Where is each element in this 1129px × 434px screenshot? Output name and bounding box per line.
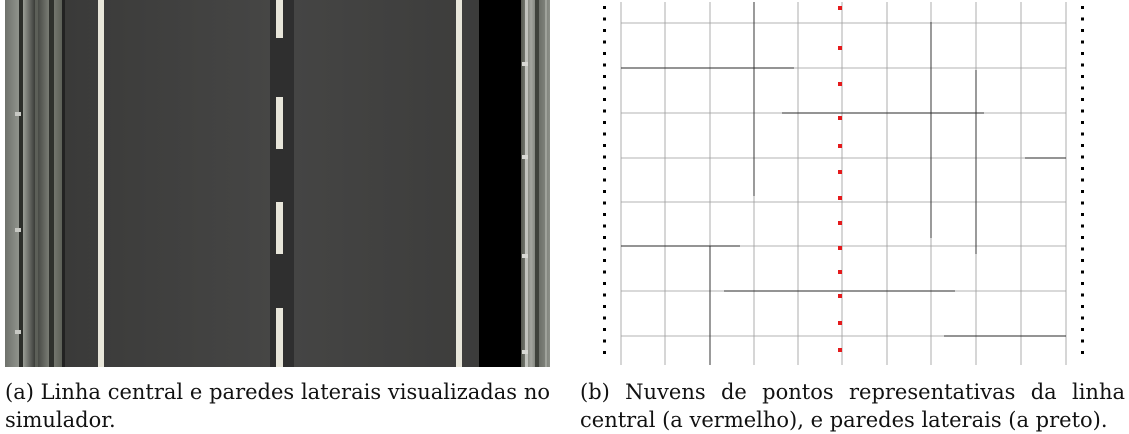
right-wall-point bbox=[1081, 75, 1084, 78]
right-wall-points bbox=[1081, 6, 1084, 354]
right-wall-point bbox=[1081, 305, 1084, 308]
right-wall-point bbox=[1081, 155, 1084, 159]
left-wall-point bbox=[603, 224, 606, 228]
right-wall-point bbox=[1081, 190, 1084, 193]
centerline-point bbox=[838, 196, 842, 200]
right-wall-point bbox=[1081, 167, 1084, 170]
right-lane-marking bbox=[456, 0, 462, 367]
right-wall-point bbox=[1081, 259, 1084, 262]
right-wall-point bbox=[1081, 40, 1084, 44]
centerline-points bbox=[838, 6, 842, 352]
left-wall-point bbox=[603, 293, 606, 297]
right-wall-point bbox=[1081, 86, 1084, 90]
left-wall-point bbox=[603, 75, 606, 78]
right-wall-point bbox=[1081, 201, 1084, 205]
left-wall-point bbox=[603, 316, 606, 320]
center-strip bbox=[270, 0, 294, 367]
right-wall-point bbox=[1081, 178, 1084, 182]
left-wall-point bbox=[603, 190, 606, 193]
centerline-point bbox=[838, 144, 842, 148]
left-wall-point bbox=[603, 259, 606, 262]
right-wall-point bbox=[1081, 316, 1084, 320]
right-wall-point bbox=[1081, 282, 1084, 285]
left-wall-point bbox=[603, 40, 606, 44]
left-wall-point bbox=[603, 328, 606, 331]
point-cloud-plot bbox=[584, 0, 1100, 370]
right-wall-point bbox=[1081, 98, 1084, 101]
right-wall-point bbox=[1081, 293, 1084, 297]
left-wall-point bbox=[603, 270, 606, 274]
centerline-point bbox=[838, 6, 842, 10]
left-wall-point bbox=[603, 6, 606, 9]
right-wall-point bbox=[1081, 109, 1084, 113]
left-wall-point bbox=[603, 63, 606, 67]
left-wall-point bbox=[603, 17, 606, 21]
centerline-point bbox=[838, 116, 842, 120]
left-wall-points bbox=[603, 6, 606, 354]
left-wall-point bbox=[603, 155, 606, 159]
right-wall-point bbox=[1081, 63, 1084, 67]
left-lane-marking bbox=[98, 0, 104, 367]
left-wall-point bbox=[603, 305, 606, 308]
right-wall-point bbox=[1081, 6, 1084, 9]
centerline-point bbox=[838, 294, 842, 298]
centerline-point bbox=[838, 46, 842, 50]
simulator-view-image bbox=[5, 0, 550, 367]
left-wall-point bbox=[603, 247, 606, 251]
left-wall-point bbox=[603, 339, 606, 343]
right-wall-point bbox=[1081, 224, 1084, 228]
centerline-point bbox=[838, 82, 842, 86]
left-wall-point bbox=[603, 121, 606, 124]
right-wall-point bbox=[1081, 213, 1084, 216]
right-wall-point bbox=[1081, 144, 1084, 147]
right-wall-point bbox=[1081, 121, 1084, 124]
centerline-point bbox=[838, 270, 842, 274]
right-wall-point bbox=[1081, 270, 1084, 274]
right-wall-point bbox=[1081, 247, 1084, 251]
centerline-point bbox=[838, 246, 842, 250]
left-wall-point bbox=[603, 282, 606, 285]
left-wall-point bbox=[603, 132, 606, 136]
centerline-point bbox=[838, 321, 842, 325]
left-wall-point bbox=[603, 178, 606, 182]
right-shadow bbox=[479, 0, 521, 367]
left-wall-point bbox=[603, 52, 606, 55]
centerline-dashes bbox=[276, 0, 283, 367]
right-wall-point bbox=[1081, 29, 1084, 32]
caption-a: (a) Linha central e paredes laterais vis… bbox=[5, 380, 550, 432]
right-wall-point bbox=[1081, 339, 1084, 343]
centerline-point bbox=[838, 348, 842, 352]
point-cloud-canvas bbox=[603, 2, 1084, 365]
right-wall-point bbox=[1081, 17, 1084, 21]
left-wall-point bbox=[603, 213, 606, 216]
left-wall-point bbox=[603, 98, 606, 101]
left-wall-point bbox=[603, 109, 606, 113]
grid-lines bbox=[620, 2, 1067, 365]
left-wall-point bbox=[603, 236, 606, 239]
right-wall-point bbox=[1081, 52, 1084, 55]
right-wall-point bbox=[1081, 132, 1084, 136]
left-wall-point bbox=[603, 167, 606, 170]
centerline-point bbox=[838, 221, 842, 225]
simulator-road-render bbox=[5, 0, 550, 367]
dark-grid-segments bbox=[621, 2, 1066, 365]
left-wall-point bbox=[603, 29, 606, 32]
right-wall-point bbox=[1081, 351, 1084, 354]
left-wall-point bbox=[603, 86, 606, 90]
right-wall-point bbox=[1081, 328, 1084, 331]
right-wall-point bbox=[1081, 236, 1084, 239]
caption-b: (b) Nuvens de pontos representativas da … bbox=[580, 380, 1125, 432]
centerline-point bbox=[838, 170, 842, 174]
left-wall-point bbox=[603, 351, 606, 354]
left-wall-point bbox=[603, 201, 606, 205]
left-wall-point bbox=[603, 144, 606, 147]
